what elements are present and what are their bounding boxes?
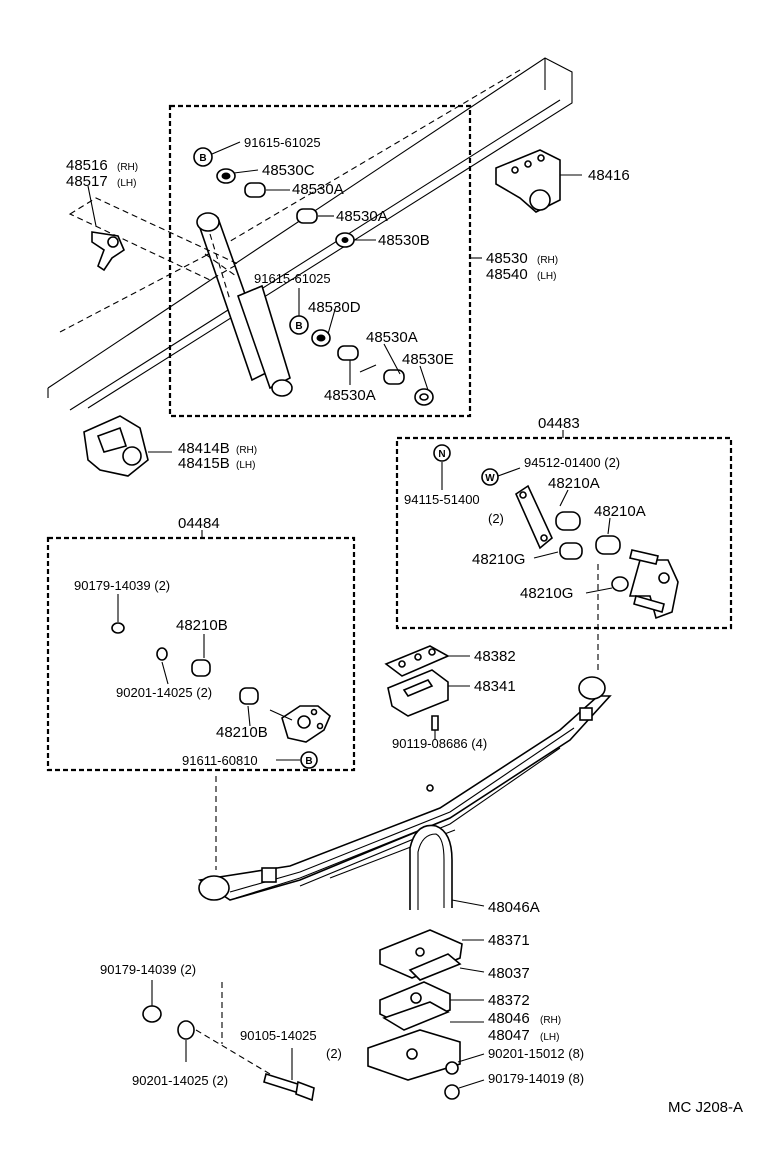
label-90119: 90119-08686 (4) xyxy=(392,736,487,751)
labels: 91615-61025 48530C 48530A 48530A 48530 B … xyxy=(66,135,743,1116)
bracket-kit-leaders: B xyxy=(117,594,318,769)
label-48037: 48037 xyxy=(488,965,530,982)
label-90201-box: 90201-14025 (2) xyxy=(116,685,212,700)
label-48210G-2: 48210G xyxy=(520,585,573,602)
label-48530-rh: 48530 xyxy=(486,250,528,267)
label-48530E: 48530E xyxy=(402,351,454,368)
label-90179-bottom: 90179-14039 (2) xyxy=(100,962,196,977)
label-48516: 48516 xyxy=(66,157,108,174)
axle-seat-stack xyxy=(367,929,485,1100)
label-48371: 48371 xyxy=(488,932,530,949)
label-48416: 48416 xyxy=(588,167,630,184)
side-rh-3: (RH) xyxy=(236,445,257,456)
label-90179-14019: 90179-14019 (8) xyxy=(488,1071,584,1086)
label-48047: 48047 xyxy=(488,1027,530,1044)
bracket-48516 xyxy=(68,185,240,281)
u-bolt xyxy=(409,824,485,910)
label-48414B: 48414B xyxy=(178,440,230,457)
label-94115-qty: (2) xyxy=(488,511,504,526)
label-48382: 48382 xyxy=(474,648,516,665)
label-48210G-1: 48210G xyxy=(472,551,525,568)
label-48372: 48372 xyxy=(488,992,530,1009)
bottom-hardware xyxy=(142,980,315,1102)
label-90201-bottom: 90201-14025 (2) xyxy=(132,1073,228,1088)
label-90179-box: 90179-14039 (2) xyxy=(74,578,170,593)
label-90201-15012: 90201-15012 (8) xyxy=(488,1046,584,1061)
label-91615-top: 91615-61025 xyxy=(244,135,321,150)
label-48210A-1: 48210A xyxy=(548,475,600,492)
side-lh-4: (LH) xyxy=(540,1032,559,1043)
shock-absorber xyxy=(196,212,293,397)
label-91611: 91611-60810 xyxy=(182,753,258,768)
shock-hardware: B B xyxy=(193,147,434,406)
b-code-3: B xyxy=(305,756,312,767)
frame-rail xyxy=(47,57,573,411)
label-90105-qty: (2) xyxy=(326,1046,342,1061)
bracket-48416 xyxy=(495,149,582,213)
label-04484: 04484 xyxy=(178,515,220,532)
label-91615-mid: 91615-61025 xyxy=(254,271,331,286)
label-48530D: 48530D xyxy=(308,299,361,316)
label-48046: 48046 xyxy=(488,1010,530,1027)
side-rh-2: (RH) xyxy=(117,162,138,173)
b-code-1: B xyxy=(199,153,206,164)
side-rh-4: (RH) xyxy=(540,1015,561,1026)
label-48341: 48341 xyxy=(474,678,516,695)
label-48530C: 48530C xyxy=(262,162,315,179)
label-94115: 94115-51400 xyxy=(404,492,480,507)
label-04483: 04483 xyxy=(538,415,580,432)
w-code: W xyxy=(485,473,495,484)
label-48530A-2: 48530A xyxy=(336,208,388,225)
bracket-48341 xyxy=(384,645,470,740)
side-lh-2: (LH) xyxy=(117,178,136,189)
label-48046A: 48046A xyxy=(488,899,540,916)
label-48210B-1: 48210B xyxy=(176,617,228,634)
label-48540-lh: 48540 xyxy=(486,266,528,283)
label-48530A-3: 48530A xyxy=(366,329,418,346)
bracket-kit-box xyxy=(46,536,356,772)
label-48210B-2: 48210B xyxy=(216,724,268,741)
shackle-hardware: N W xyxy=(433,444,679,620)
shackle-leaders xyxy=(441,462,613,594)
label-48517: 48517 xyxy=(66,173,108,190)
label-48415B: 48415B xyxy=(178,455,230,472)
label-48530B: 48530B xyxy=(378,232,430,249)
shackle-kit-box xyxy=(395,436,733,630)
label-94512: 94512-01400 (2) xyxy=(524,455,620,470)
b-code-2: B xyxy=(295,321,302,332)
label-48210A-2: 48210A xyxy=(594,503,646,520)
leaf-spring xyxy=(197,676,612,901)
side-lh-1: (LH) xyxy=(537,271,556,282)
side-rh-1: (RH) xyxy=(537,255,558,266)
bracket-48414B xyxy=(83,415,172,477)
reference-code: MC J208-A xyxy=(668,1099,743,1116)
n-code: N xyxy=(438,449,445,460)
label-90105: 90105-14025 xyxy=(240,1028,317,1043)
label-48530A-1: 48530A xyxy=(292,181,344,198)
side-lh-3: (LH) xyxy=(236,460,255,471)
label-48530A-4: 48530A xyxy=(324,387,376,404)
bracket-kit-hardware xyxy=(111,622,331,743)
shock-leaders xyxy=(211,141,429,391)
